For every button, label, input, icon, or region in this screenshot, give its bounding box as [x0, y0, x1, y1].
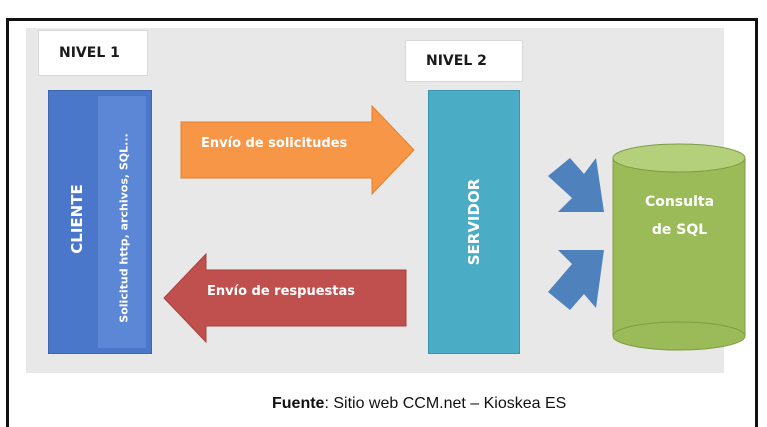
database-cylinder [612, 143, 746, 351]
level-1-label: NIVEL 1 [38, 30, 148, 76]
level-2-label: NIVEL 2 [405, 40, 523, 82]
database-label-line2: de SQL [651, 222, 708, 238]
response-arrow [163, 252, 407, 344]
responses-arrow-label: Envío de respuestas [207, 284, 355, 299]
upper-small-arrow [548, 158, 604, 212]
lower-small-arrow [548, 250, 604, 310]
source-text: : Sitio web CCM.net – Kioskea ES [324, 395, 567, 412]
requests-arrow-label: Envío de solicitudes [201, 136, 348, 151]
figure-frame [6, 18, 758, 427]
source-caption: Fuente: Sitio web CCM.net – Kioskea ES [272, 395, 566, 413]
database-label: Consulta de SQL [612, 188, 747, 244]
database-label-line1: Consulta [644, 194, 715, 210]
request-arrow [180, 104, 415, 196]
source-label: Fuente [272, 395, 325, 412]
server-block [428, 90, 520, 354]
client-request-strip [98, 96, 146, 348]
